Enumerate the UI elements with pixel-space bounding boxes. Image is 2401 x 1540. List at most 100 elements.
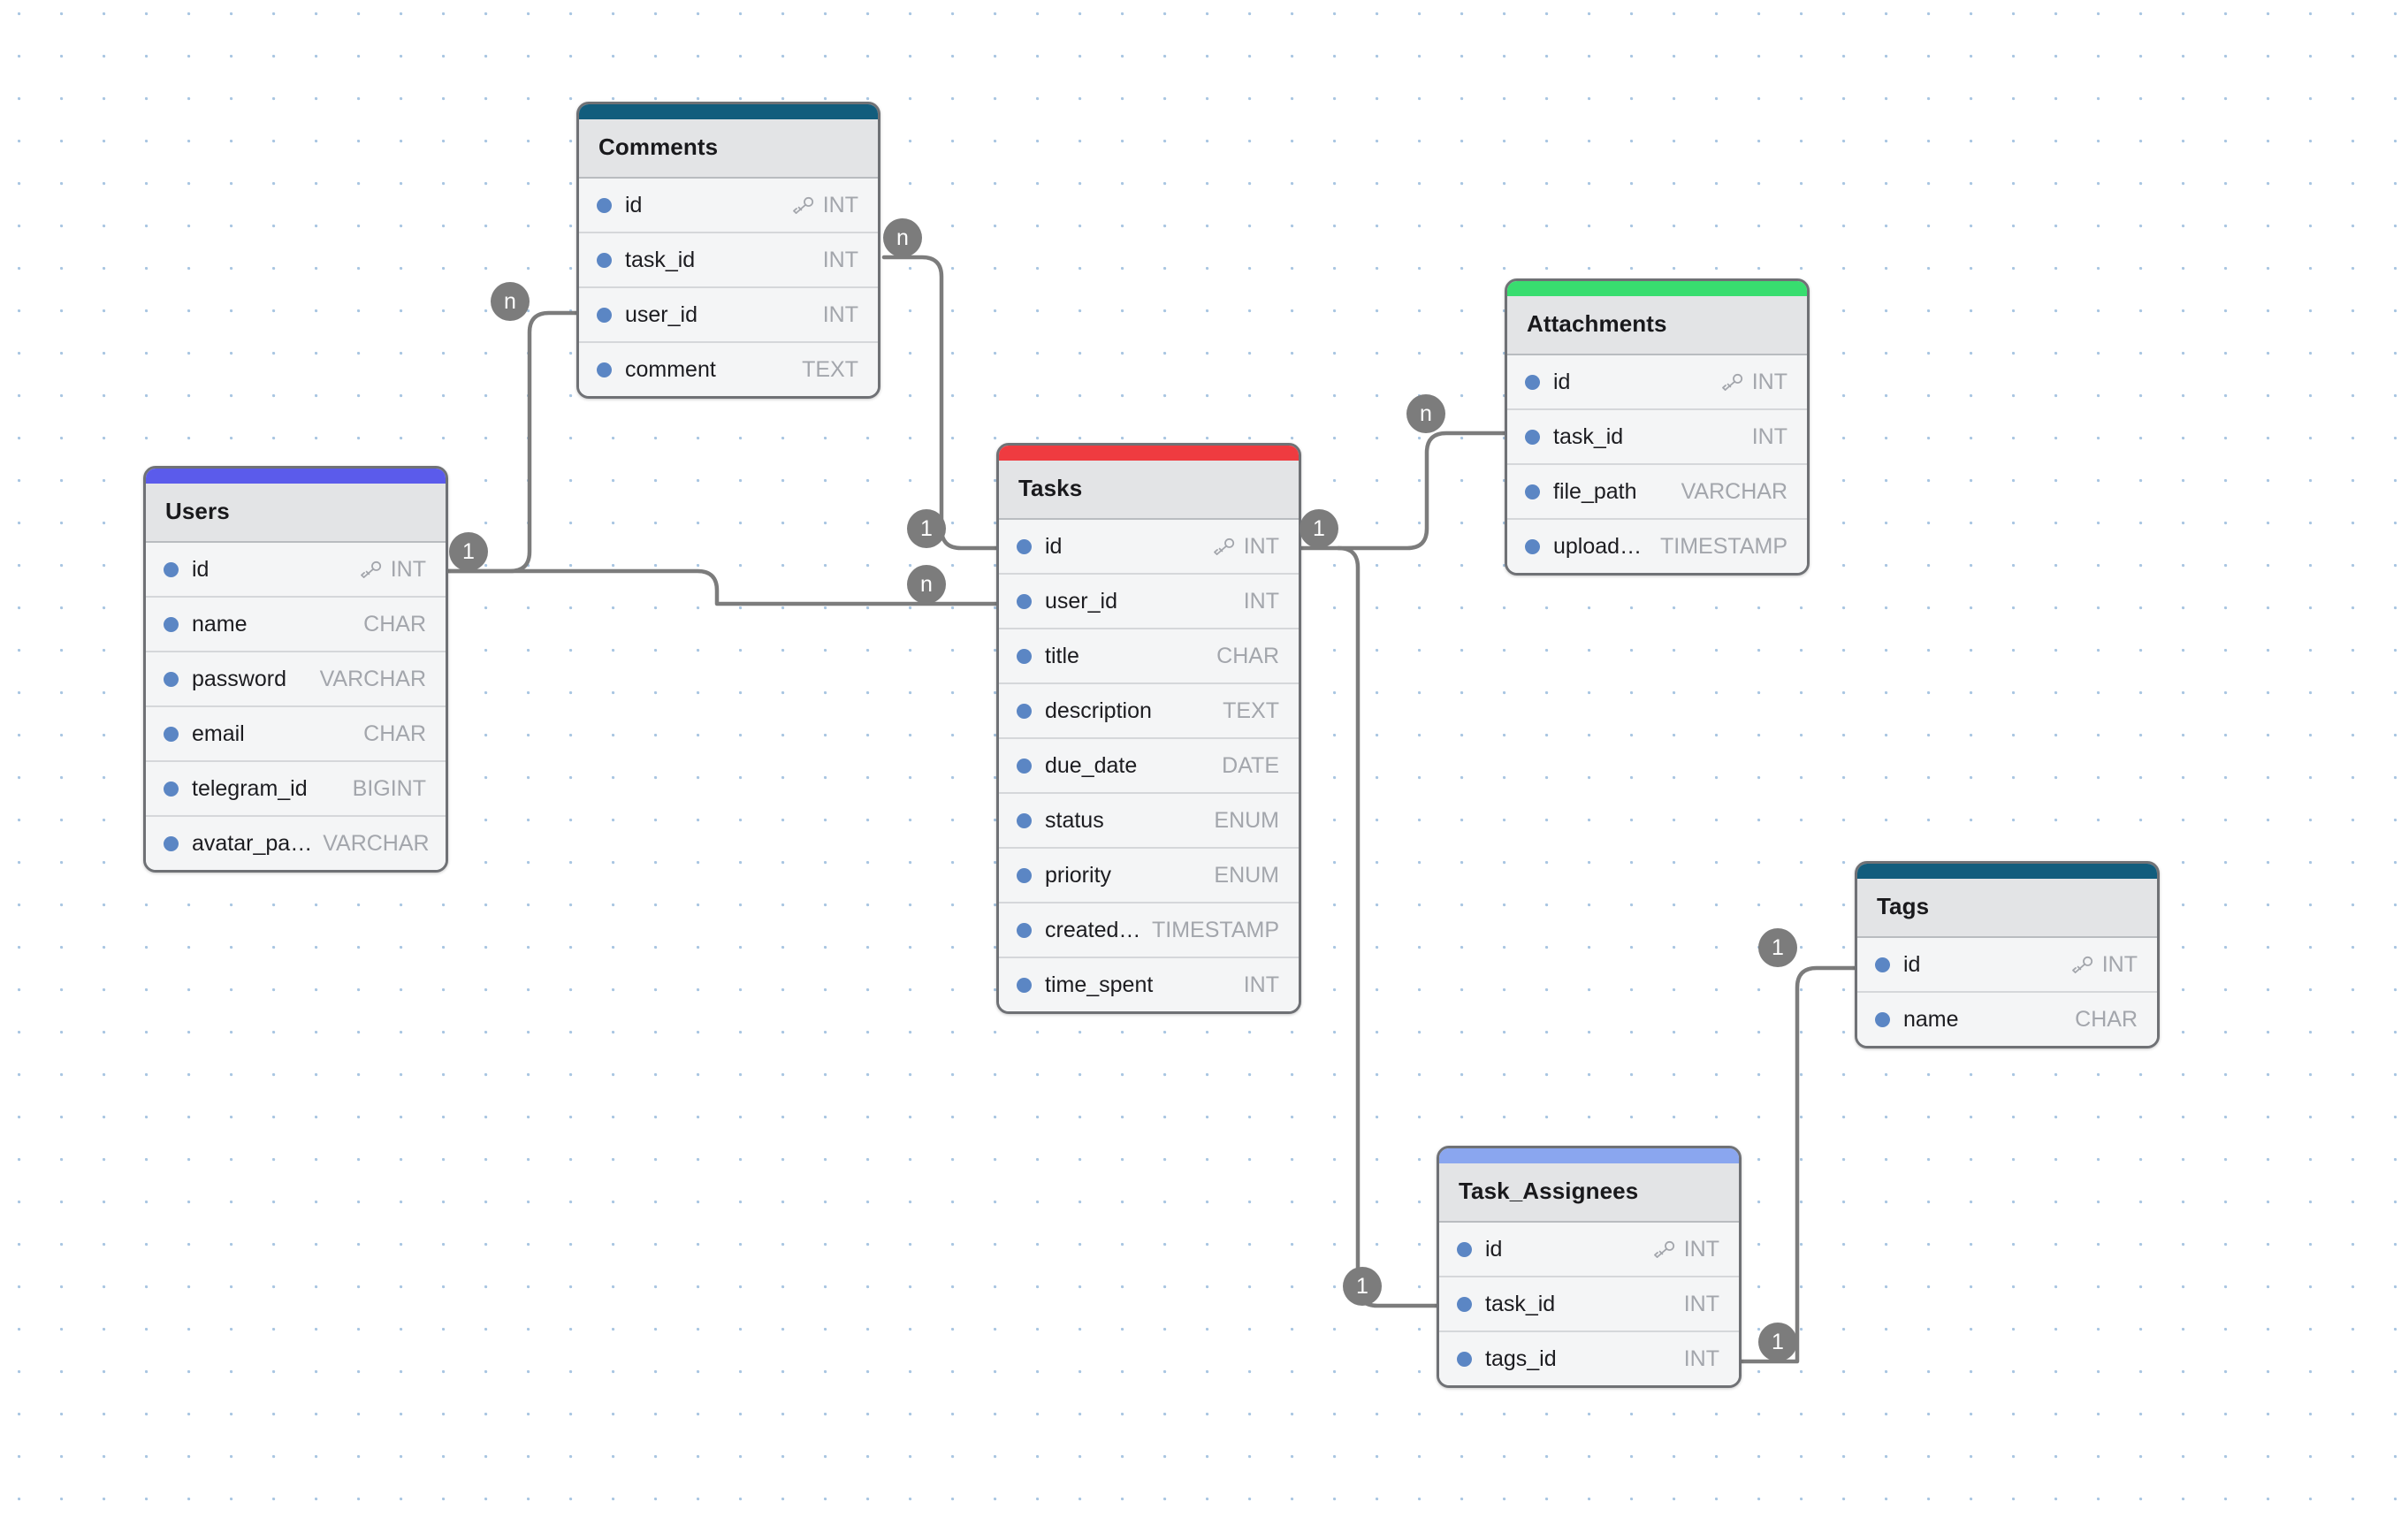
badge-tasks-id-right-1[interactable]: 1: [1300, 509, 1338, 548]
wire-comments-task-id-to-tasks-id: [881, 255, 999, 551]
column-name: tags_id: [1485, 1346, 1557, 1371]
column-type: INT: [2101, 951, 2138, 977]
column-type: INT: [390, 556, 426, 582]
column-name: user_id: [625, 301, 697, 327]
badge-comments-user-id-n[interactable]: n: [491, 282, 530, 321]
column-type: INT: [1683, 1346, 1719, 1371]
column-name: time_spent: [1045, 972, 1154, 997]
column-bullet-icon: [1017, 703, 1032, 719]
column-type: VARCHAR: [1681, 478, 1787, 504]
table-row[interactable]: id INT: [1857, 936, 2157, 991]
column-bullet-icon: [1875, 957, 1890, 972]
column-type: ENUM: [1214, 807, 1279, 833]
column-type: CHAR: [363, 611, 426, 637]
table-title-comments: Comments: [579, 119, 878, 177]
column-bullet-icon: [164, 835, 179, 851]
column-bullet-icon: [1017, 977, 1032, 993]
column-bullet-icon: [164, 561, 179, 577]
badge-assignees-task-id-1[interactable]: 1: [1343, 1267, 1382, 1306]
table-row[interactable]: file_path VARCHAR: [1507, 463, 1807, 518]
badge-tasks-user-id-n[interactable]: n: [907, 565, 946, 604]
column-bullet-icon: [1017, 648, 1032, 664]
table-row[interactable]: created…TIMESTAMP: [999, 902, 1299, 957]
column-type: VARCHAR: [323, 830, 430, 856]
table-title-task_assignees: Task_Assignees: [1439, 1163, 1739, 1221]
column-name: id: [1903, 951, 1921, 977]
column-bullet-icon: [1017, 867, 1032, 883]
table-row[interactable]: tags_id INT: [1439, 1330, 1739, 1385]
column-type: DATE: [1222, 752, 1279, 778]
table-row[interactable]: avatar_pa…VARCHAR: [146, 815, 446, 870]
badge-assignees-tags-id-1[interactable]: 1: [1758, 1323, 1797, 1361]
table-accent-bar-comments: [579, 104, 878, 119]
column-bullet-icon: [1875, 1011, 1890, 1027]
column-bullet-icon: [164, 781, 179, 797]
table-title-tags: Tags: [1857, 879, 2157, 936]
table-row[interactable]: status ENUM: [999, 792, 1299, 847]
badge-tasks-id-1[interactable]: 1: [907, 509, 946, 548]
column-name: created…: [1045, 917, 1141, 942]
column-name: status: [1045, 807, 1104, 833]
column-bullet-icon: [1017, 812, 1032, 828]
primary-key-icon: [360, 560, 383, 578]
column-name: telegram_id: [192, 775, 308, 801]
column-name: id: [625, 192, 643, 217]
column-bullet-icon: [597, 362, 612, 377]
column-bullet-icon: [1457, 1241, 1472, 1257]
column-type: TIMESTAMP: [1660, 533, 1787, 559]
badge-comments-task-id-n[interactable]: n: [883, 218, 922, 257]
primary-key-icon: [2071, 956, 2094, 973]
column-bullet-icon: [597, 197, 612, 213]
column-name: priority: [1045, 862, 1112, 888]
column-name: description: [1045, 698, 1152, 723]
table-accent-bar-tags: [1857, 864, 2157, 879]
column-name: file_path: [1553, 478, 1637, 504]
primary-key-icon: [1721, 373, 1744, 391]
column-bullet-icon: [1017, 922, 1032, 938]
column-bullet-icon: [1457, 1351, 1472, 1367]
column-type: INT: [1751, 423, 1787, 449]
primary-key-icon: [792, 196, 815, 214]
table-title-attachments: Attachments: [1507, 296, 1807, 354]
column-name: id: [1045, 533, 1063, 559]
badge-tags-id-1[interactable]: 1: [1758, 928, 1797, 967]
column-name: id: [1553, 369, 1571, 394]
column-type: TEXT: [802, 356, 858, 382]
column-bullet-icon: [164, 616, 179, 632]
badge-users-id-1[interactable]: 1: [449, 532, 488, 571]
column-bullet-icon: [1017, 758, 1032, 774]
badge-attachments-task-id-n[interactable]: n: [1406, 394, 1445, 433]
table-row[interactable]: upload…TIMESTAMP: [1507, 518, 1807, 573]
